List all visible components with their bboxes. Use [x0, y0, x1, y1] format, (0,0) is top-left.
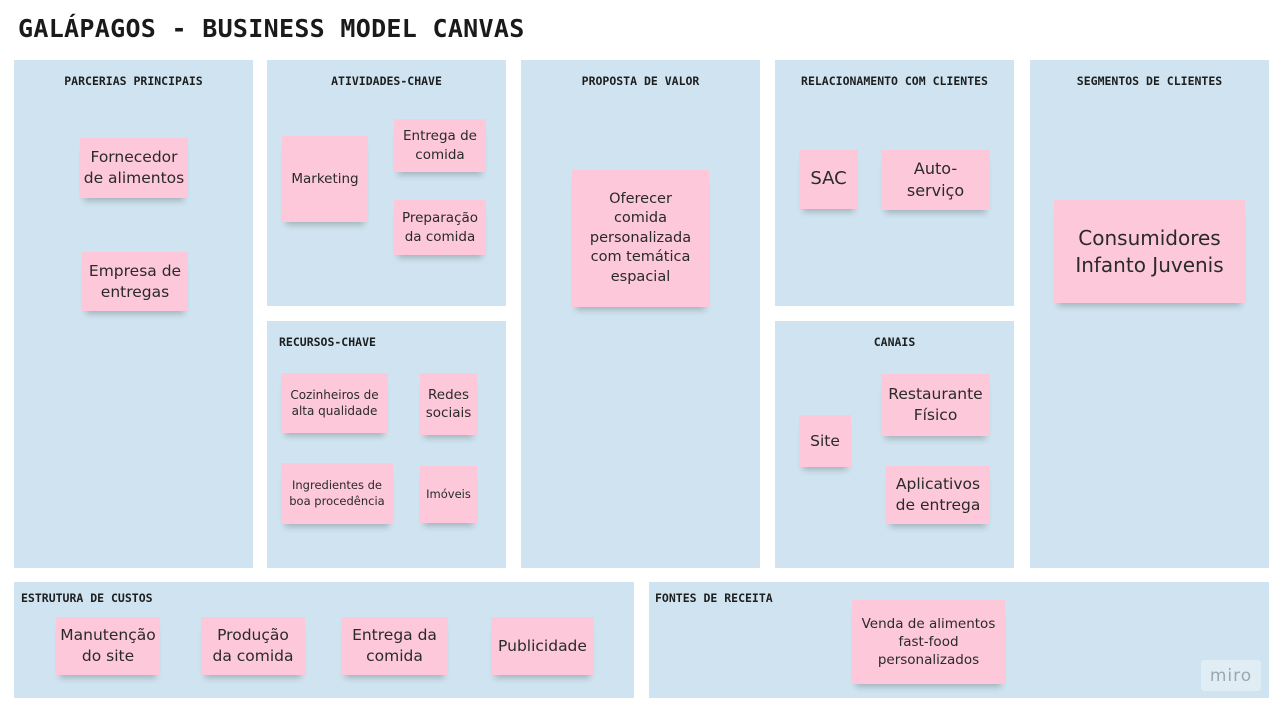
- section-title: RECURSOS-CHAVE: [279, 335, 376, 349]
- sticky-note[interactable]: Ingredientes de boa procedência: [281, 463, 393, 524]
- sticky-note[interactable]: Redes sociais: [420, 373, 477, 435]
- sticky-note[interactable]: Empresa de entregas: [82, 252, 188, 311]
- miro-logo: miro: [1201, 660, 1261, 691]
- section-title: FONTES DE RECEITA: [655, 591, 773, 605]
- section-title: CANAIS: [873, 335, 916, 349]
- sticky-note[interactable]: Restaurante Físico: [881, 374, 990, 436]
- section-proposta-de-valor[interactable]: PROPOSTA DE VALOR Oferecer comida person…: [521, 60, 760, 568]
- sticky-note[interactable]: Imóveis: [420, 466, 477, 523]
- section-atividades-chave[interactable]: ATIVIDADES-CHAVE Marketing Entrega de co…: [267, 60, 506, 306]
- sticky-note[interactable]: Entrega da comida: [341, 617, 448, 675]
- sticky-note[interactable]: Site: [799, 415, 851, 467]
- canvas-title: GALÁPAGOS - BUSINESS MODEL CANVAS: [18, 14, 525, 43]
- section-relacionamento-com-clientes[interactable]: RELACIONAMENTO COM CLIENTES SAC Auto- se…: [775, 60, 1014, 306]
- sticky-note[interactable]: Publicidade: [491, 617, 594, 675]
- section-title: PARCERIAS PRINCIPAIS: [64, 74, 203, 88]
- section-estrutura-de-custos[interactable]: ESTRUTURA DE CUSTOS Manutenção do site P…: [14, 582, 634, 698]
- sticky-note[interactable]: Marketing: [282, 136, 368, 222]
- section-title: SEGMENTOS DE CLIENTES: [1076, 74, 1223, 88]
- sticky-note[interactable]: Fornecedor de alimentos: [80, 138, 188, 198]
- section-title: ESTRUTURA DE CUSTOS: [21, 591, 153, 605]
- section-title: PROPOSTA DE VALOR: [581, 74, 700, 88]
- sticky-note[interactable]: Auto- serviço: [881, 150, 990, 210]
- sticky-note[interactable]: Venda de alimentos fast-food personaliza…: [852, 600, 1005, 684]
- sticky-note[interactable]: Consumidores Infanto Juvenis: [1054, 200, 1245, 303]
- sticky-note[interactable]: Produção da comida: [201, 617, 305, 675]
- section-segmentos-de-clientes[interactable]: SEGMENTOS DE CLIENTES Consumidores Infan…: [1030, 60, 1269, 568]
- section-recursos-chave[interactable]: RECURSOS-CHAVE Cozinheiros de alta quali…: [267, 321, 506, 568]
- sticky-note[interactable]: SAC: [799, 150, 858, 209]
- section-title: RELACIONAMENTO COM CLIENTES: [801, 74, 988, 88]
- sticky-note[interactable]: Cozinheiros de alta qualidade: [281, 373, 388, 433]
- section-title: ATIVIDADES-CHAVE: [331, 74, 442, 88]
- section-fontes-de-receita[interactable]: FONTES DE RECEITA Venda de alimentos fas…: [649, 582, 1269, 698]
- sticky-note[interactable]: Manutenção do site: [56, 617, 160, 675]
- section-canais[interactable]: CANAIS Site Restaurante Físico Aplicativ…: [775, 321, 1014, 568]
- section-parcerias-principais[interactable]: PARCERIAS PRINCIPAIS Fornecedor de alime…: [14, 60, 253, 568]
- sticky-note[interactable]: Preparação da comida: [394, 200, 486, 255]
- sticky-note[interactable]: Aplicativos de entrega: [886, 466, 990, 524]
- sticky-note[interactable]: Oferecer comida personalizada com temáti…: [572, 170, 709, 307]
- sticky-note[interactable]: Entrega de comida: [394, 119, 486, 172]
